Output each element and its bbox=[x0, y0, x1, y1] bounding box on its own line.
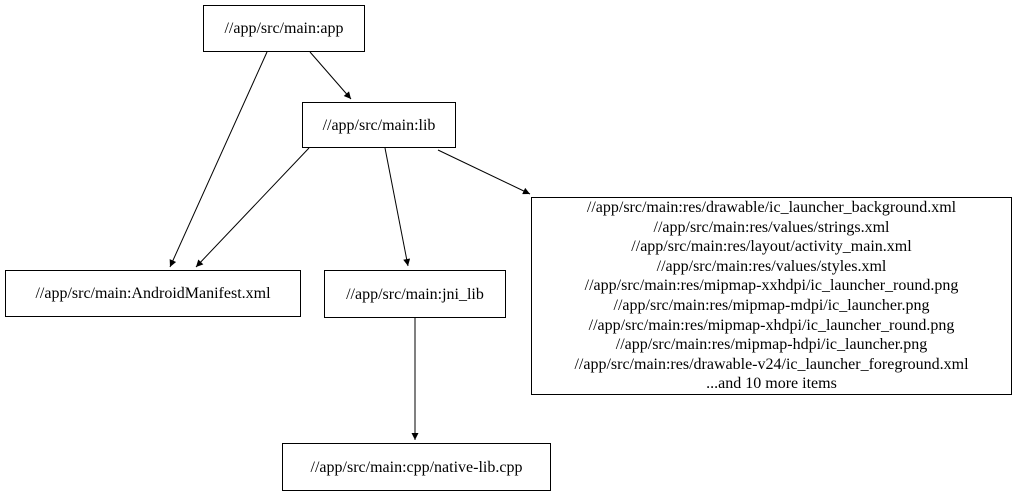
edge-lib-to-jni-lib bbox=[384, 147, 411, 267]
graph-node-androidmanifest: //app/src/main:AndroidManifest.xml bbox=[5, 270, 301, 317]
node-label: //app/src/main:app bbox=[224, 20, 344, 37]
edge-app-to-lib bbox=[309, 51, 352, 100]
node-label-line: //app/src/main:res/values/strings.xml bbox=[653, 218, 890, 236]
edge-lib-to-androidmanifest bbox=[195, 147, 310, 268]
node-label: //app/src/main:lib bbox=[322, 116, 436, 134]
graph-node-lib: //app/src/main:lib bbox=[302, 102, 456, 148]
node-label: //app/src/main:cpp/native-lib.cpp bbox=[310, 458, 523, 476]
node-label-line: //app/src/main:res/mipmap-hdpi/ic_launch… bbox=[615, 336, 928, 354]
node-label-line: //app/src/main:res/mipmap-xhdpi/ic_launc… bbox=[588, 316, 955, 334]
node-label-line: ...and 10 more items bbox=[706, 375, 837, 393]
graph-node-app: //app/src/main:app bbox=[203, 5, 365, 52]
graph-node-jni-lib: //app/src/main:jni_lib bbox=[324, 270, 506, 318]
node-label-line: //app/src/main:res/layout/activity_main.… bbox=[631, 238, 912, 256]
graph-node-res-files: //app/src/main:res/drawable/ic_launcher_… bbox=[531, 197, 1012, 395]
node-label-line: //app/src/main:res/drawable/ic_launcher_… bbox=[586, 199, 957, 217]
graph-node-native-lib-cpp: //app/src/main:cpp/native-lib.cpp bbox=[282, 443, 551, 491]
node-label-line: //app/src/main:res/mipmap-xxhdpi/ic_laun… bbox=[584, 277, 959, 295]
node-label: //app/src/main:jni_lib bbox=[346, 285, 484, 303]
edge-app-to-androidmanifest bbox=[169, 51, 268, 268]
edge-lib-to-res-files bbox=[437, 149, 531, 195]
node-label: //app/src/main:AndroidManifest.xml bbox=[35, 285, 271, 302]
node-label-line: //app/src/main:res/values/styles.xml bbox=[656, 257, 887, 275]
node-label-line: //app/src/main:res/drawable-v24/ic_launc… bbox=[574, 355, 969, 373]
node-label-line: //app/src/main:res/mipmap-mdpi/ic_launch… bbox=[613, 297, 930, 314]
